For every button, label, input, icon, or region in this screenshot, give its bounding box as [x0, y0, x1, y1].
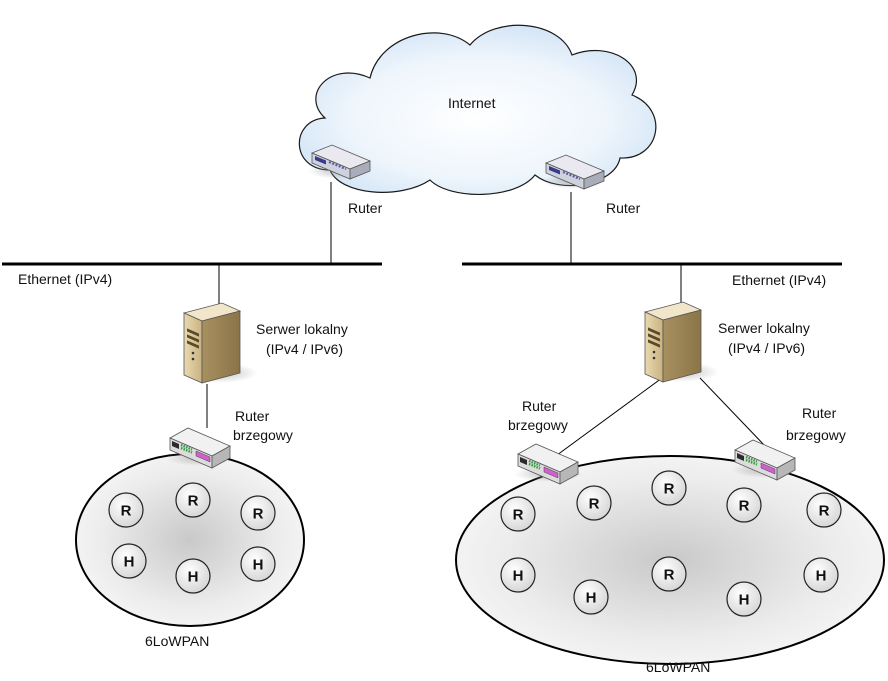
right-node-router: R	[726, 487, 762, 523]
server-icon	[642, 301, 720, 383]
ethernet-label-left: Ethernet (IPv4)	[18, 271, 112, 287]
connection-lines	[2, 182, 842, 459]
border-router-label-right-b-line1: Ruter	[802, 405, 837, 421]
node-letter: R	[253, 506, 264, 523]
right-node-host: H	[500, 557, 536, 593]
node-circle	[175, 558, 211, 594]
left-node-router: R	[175, 482, 211, 518]
border-router-icon	[729, 438, 801, 482]
node-circle	[111, 543, 147, 579]
left-nodes: R R R H H H	[108, 482, 276, 594]
border-router-label-left-line1: Ruter	[235, 408, 270, 424]
node-letter: H	[739, 592, 750, 609]
node-letter: H	[253, 557, 264, 574]
node-letter: R	[664, 567, 675, 584]
node-letter: R	[739, 498, 750, 515]
right-node-host: H	[573, 579, 609, 615]
node-circle	[806, 492, 842, 528]
node-circle	[573, 579, 609, 615]
node-circle	[726, 581, 762, 617]
server-label-left-line1: Serwer lokalny	[256, 321, 348, 337]
node-letter: H	[513, 568, 524, 585]
server-label-left-line2: (IPv4 / IPv6)	[266, 341, 343, 357]
network-label-left: 6LoWPAN	[145, 633, 209, 649]
node-circle	[726, 487, 762, 523]
right-node-router: R	[806, 492, 842, 528]
node-circle	[240, 495, 276, 531]
node-circle	[500, 557, 536, 593]
node-circle	[108, 492, 144, 528]
lowpan-area-left	[75, 453, 305, 627]
right-node-router: R	[500, 496, 536, 532]
node-circle	[803, 557, 839, 593]
router-label-right: Ruter	[606, 200, 641, 216]
right-node-router: R	[651, 470, 687, 506]
border-router-link-right-a	[552, 377, 663, 459]
border-router-icon	[512, 442, 584, 486]
ethernet-label-right: Ethernet (IPv4)	[732, 272, 826, 288]
border-router-link-right-b	[699, 377, 766, 447]
node-letter: R	[589, 496, 600, 513]
node-circle	[651, 470, 687, 506]
node-letter: H	[586, 590, 597, 607]
left-node-router: R	[108, 492, 144, 528]
node-letter: H	[188, 569, 199, 586]
node-circle	[576, 485, 612, 521]
node-circle	[240, 546, 276, 582]
border-router-icon	[164, 426, 236, 470]
node-letter: R	[121, 503, 132, 520]
server-label-right-line1: Serwer lokalny	[718, 320, 810, 336]
node-letter: R	[664, 481, 675, 498]
server-label-right-line2: (IPv4 / IPv6)	[728, 340, 805, 356]
router-label-left: Ruter	[348, 200, 383, 216]
node-letter: R	[188, 493, 199, 510]
border-router-label-right-a-line2: brzegowy	[508, 417, 568, 433]
border-router-label-right-a-line1: Ruter	[522, 398, 557, 414]
node-letter: R	[513, 507, 524, 524]
border-router-label-right-b-line2: brzegowy	[786, 427, 846, 443]
left-node-router: R	[240, 495, 276, 531]
cloud-icon	[298, 24, 657, 195]
node-letter: H	[124, 554, 135, 571]
right-node-host: H	[726, 581, 762, 617]
server-icon	[181, 302, 259, 384]
right-node-router: R	[576, 485, 612, 521]
node-circle	[651, 556, 687, 592]
internet-label: Internet	[448, 95, 496, 111]
node-letter: R	[819, 503, 830, 520]
left-node-host: H	[240, 546, 276, 582]
left-node-host: H	[111, 543, 147, 579]
left-node-host: H	[175, 558, 211, 594]
border-router-label-left-line2: brzegowy	[233, 427, 293, 443]
node-circle	[500, 496, 536, 532]
network-label-right: 6LoWPAN	[646, 659, 710, 675]
node-circle	[175, 482, 211, 518]
right-node-router: R	[651, 556, 687, 592]
node-letter: H	[816, 568, 827, 585]
right-nodes: R R R R R H R H H H	[500, 470, 842, 617]
right-node-host: H	[803, 557, 839, 593]
